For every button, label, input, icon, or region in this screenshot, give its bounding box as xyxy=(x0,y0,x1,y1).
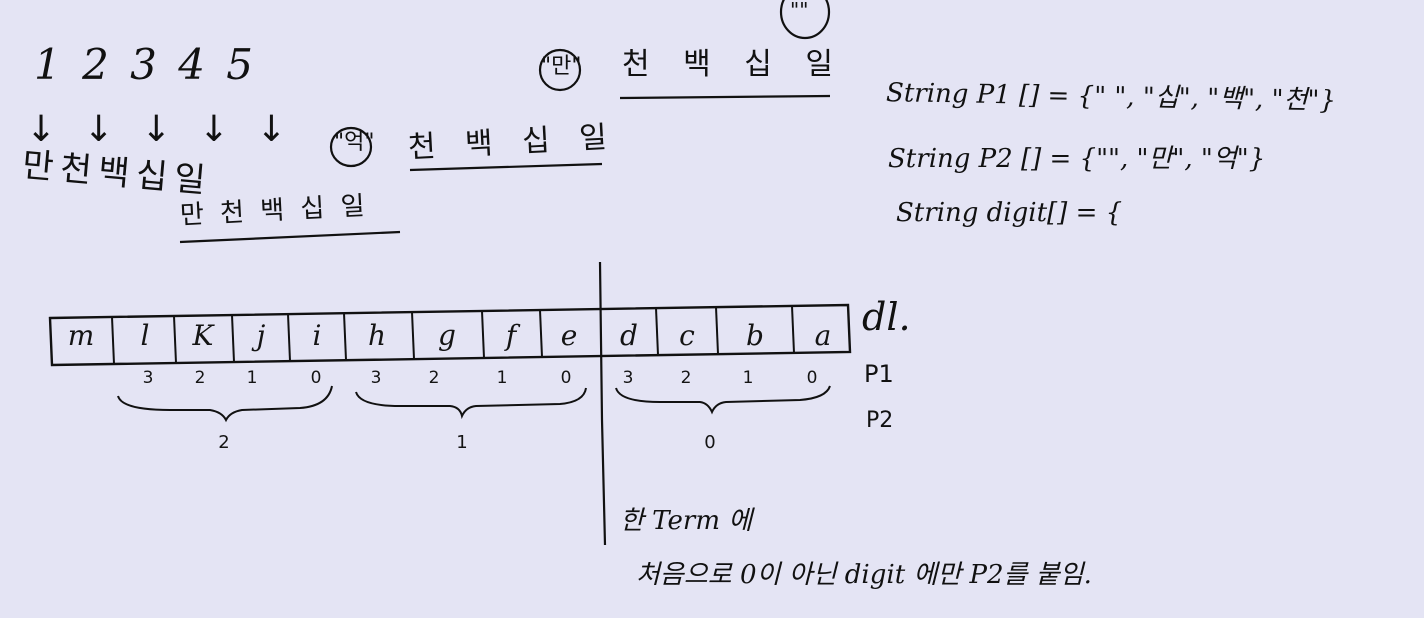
index-digit: 1 xyxy=(742,368,754,388)
table-cell: d xyxy=(620,319,638,352)
man2-unit-row: 천 백 십 일 xyxy=(622,47,846,82)
quote-top: "" xyxy=(790,0,809,22)
circle-quote xyxy=(779,0,831,40)
digit-table-dividers xyxy=(111,305,795,365)
table-cell: m xyxy=(67,319,95,352)
brace-group-1 xyxy=(355,387,587,420)
numbers-row: 1 2 3 4 5 xyxy=(34,40,258,89)
table-cell: e xyxy=(560,319,578,352)
table-cell: h xyxy=(367,319,387,352)
index-digit: 3 xyxy=(370,368,382,388)
man-marker: "만" xyxy=(541,54,582,79)
p2-label: P2 xyxy=(866,408,894,433)
eok-marker: "억" xyxy=(334,130,375,155)
brace-group-2 xyxy=(117,385,333,423)
note-digit-rule: 처음으로 0이 아닌 digit 에만 P2를 붙임. xyxy=(636,560,1092,590)
index-digit: 2 xyxy=(194,368,206,388)
underline-man-row xyxy=(179,230,401,244)
circle-man xyxy=(538,48,582,92)
table-cell: K xyxy=(192,319,214,352)
index-digit: 1 xyxy=(246,368,258,388)
vertical-divider xyxy=(598,261,607,546)
index-digit: 2 xyxy=(428,368,440,388)
table-cell: i xyxy=(312,319,322,352)
index-digit: 3 xyxy=(142,368,154,388)
digit-table-border xyxy=(48,303,852,367)
table-cell: j xyxy=(256,319,266,352)
underline-eok-row xyxy=(409,162,603,172)
index-digit: 0 xyxy=(560,368,572,388)
group-number: 0 xyxy=(704,432,716,453)
code-line-3: String digit[] = { xyxy=(896,198,1123,228)
cells-label: dl. xyxy=(862,295,911,339)
group-number: 2 xyxy=(218,432,230,453)
table-cell: a xyxy=(814,319,832,352)
brace-group-0 xyxy=(615,385,831,415)
table-cell: g xyxy=(438,319,456,352)
index-digit: 0 xyxy=(806,368,818,388)
table-cell: b xyxy=(746,319,764,352)
code-line-2: String P2 [] = {"", "만", "억"} xyxy=(888,144,1266,174)
table-cell: c xyxy=(679,319,695,352)
code-line-1: String P1 [] = {" ", "십", "백", "천"} xyxy=(885,78,1337,116)
table-cell: l xyxy=(140,319,150,352)
index-digit: 1 xyxy=(496,368,508,388)
table-cell: f xyxy=(505,319,517,352)
note-term: 한 Term 에 xyxy=(620,506,753,536)
index-digit: 3 xyxy=(622,368,634,388)
index-digit: 0 xyxy=(310,368,322,388)
group-number: 1 xyxy=(456,432,468,453)
p1-label: P1 xyxy=(864,360,894,388)
circle-eok xyxy=(329,126,373,168)
arrows-row: ↓ ↓ ↓ ↓ ↓ xyxy=(26,109,295,150)
index-digit: 2 xyxy=(680,368,692,388)
underline-man2-row xyxy=(619,94,831,100)
